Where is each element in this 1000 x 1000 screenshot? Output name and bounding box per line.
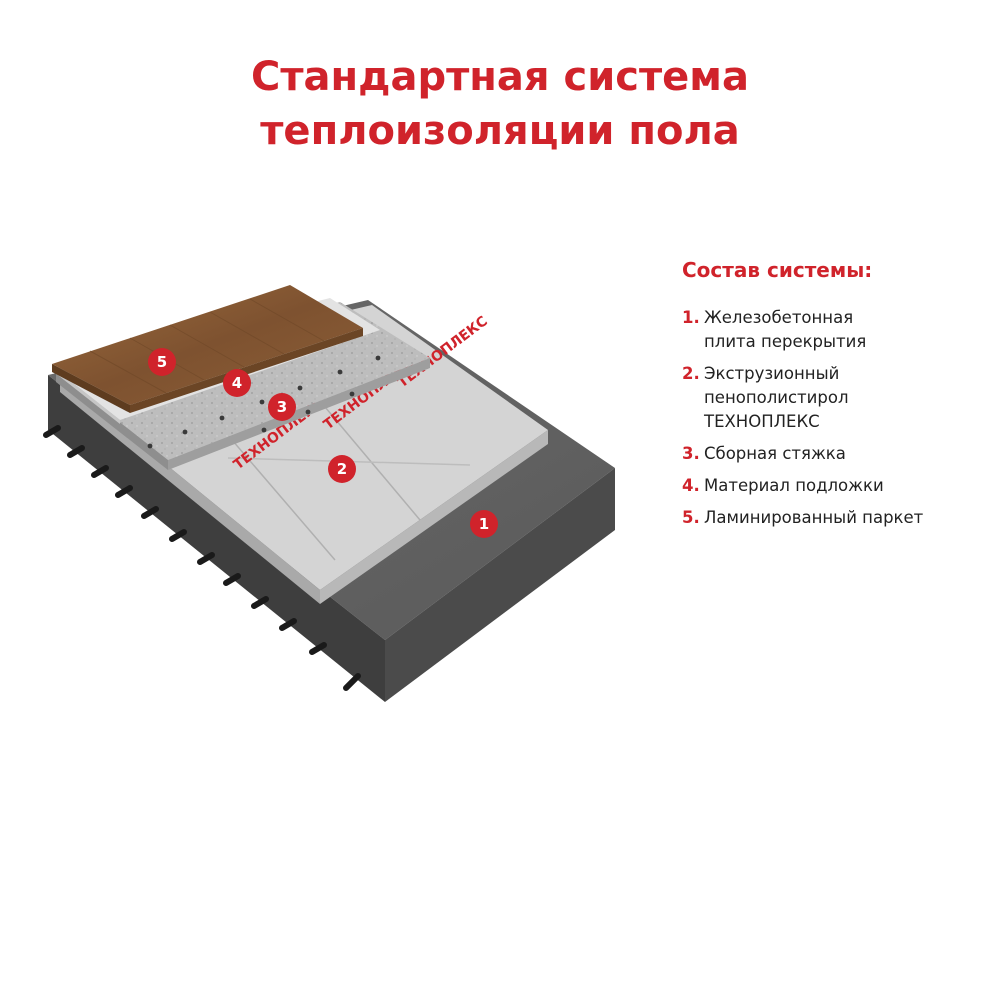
legend-item-text: Экструзионный пенополистирол ТЕХНОПЛЕКС bbox=[704, 364, 849, 431]
page-title: Стандартная система теплоизоляции пола bbox=[0, 50, 1000, 158]
legend-item-number: 1. bbox=[682, 308, 700, 327]
legend-item-number: 5. bbox=[682, 508, 700, 527]
wood-planks bbox=[89, 298, 325, 394]
legend-item-number: 4. bbox=[682, 476, 700, 495]
concrete-slab-front bbox=[48, 375, 385, 702]
title-line-1: Стандартная система bbox=[251, 54, 749, 100]
screed-front-edge bbox=[56, 372, 168, 470]
parquet-layer bbox=[52, 285, 363, 413]
legend-item-number: 3. bbox=[682, 444, 700, 463]
legend-heading: Состав системы: bbox=[682, 258, 873, 282]
legend-item-text: Материал подложки bbox=[704, 476, 884, 495]
marker-3-label: 3 bbox=[277, 398, 287, 416]
legend-item: 3. Сборная стяжка bbox=[682, 442, 992, 466]
marker-4: 4 bbox=[223, 369, 251, 397]
parquet-side-edge bbox=[130, 328, 363, 413]
title-line-2: теплоизоляции пола bbox=[260, 108, 740, 154]
legend-item-text: Железобетонная плита перекрытия bbox=[704, 308, 867, 351]
system-composition-legend: Состав системы: 1. Железобетонная плита … bbox=[682, 256, 992, 538]
marker-2-label: 2 bbox=[337, 460, 347, 478]
parquet-front-edge bbox=[52, 364, 130, 413]
legend-list: 1. Железобетонная плита перекрытия 2. Эк… bbox=[682, 306, 992, 530]
xps-side-edge bbox=[320, 430, 548, 604]
legend-item: 4. Материал подложки bbox=[682, 474, 992, 498]
legend-item-text: Сборная стяжка bbox=[704, 444, 846, 463]
legend-item-number: 2. bbox=[682, 364, 700, 383]
marker-1-label: 1 bbox=[479, 515, 489, 533]
screw-dots bbox=[147, 355, 381, 449]
underlay-front-edge bbox=[54, 368, 120, 424]
marker-5-label: 5 bbox=[157, 353, 167, 371]
screed-side-edge bbox=[168, 358, 430, 470]
concrete-slab-side bbox=[385, 468, 615, 702]
legend-item-text: Ламинированный паркет bbox=[704, 508, 924, 527]
marker-3: 3 bbox=[268, 393, 296, 421]
rebar-ends bbox=[43, 425, 361, 691]
marker-2: 2 bbox=[328, 455, 356, 483]
parquet-top bbox=[52, 285, 363, 405]
legend-item: 2. Экструзионный пенополистирол ТЕХНОПЛЕ… bbox=[682, 362, 992, 434]
legend-item: 5. Ламинированный паркет bbox=[682, 506, 992, 530]
marker-5: 5 bbox=[148, 348, 176, 376]
marker-4-label: 4 bbox=[232, 374, 242, 392]
marker-1: 1 bbox=[470, 510, 498, 538]
legend-item: 1. Железобетонная плита перекрытия bbox=[682, 306, 992, 354]
